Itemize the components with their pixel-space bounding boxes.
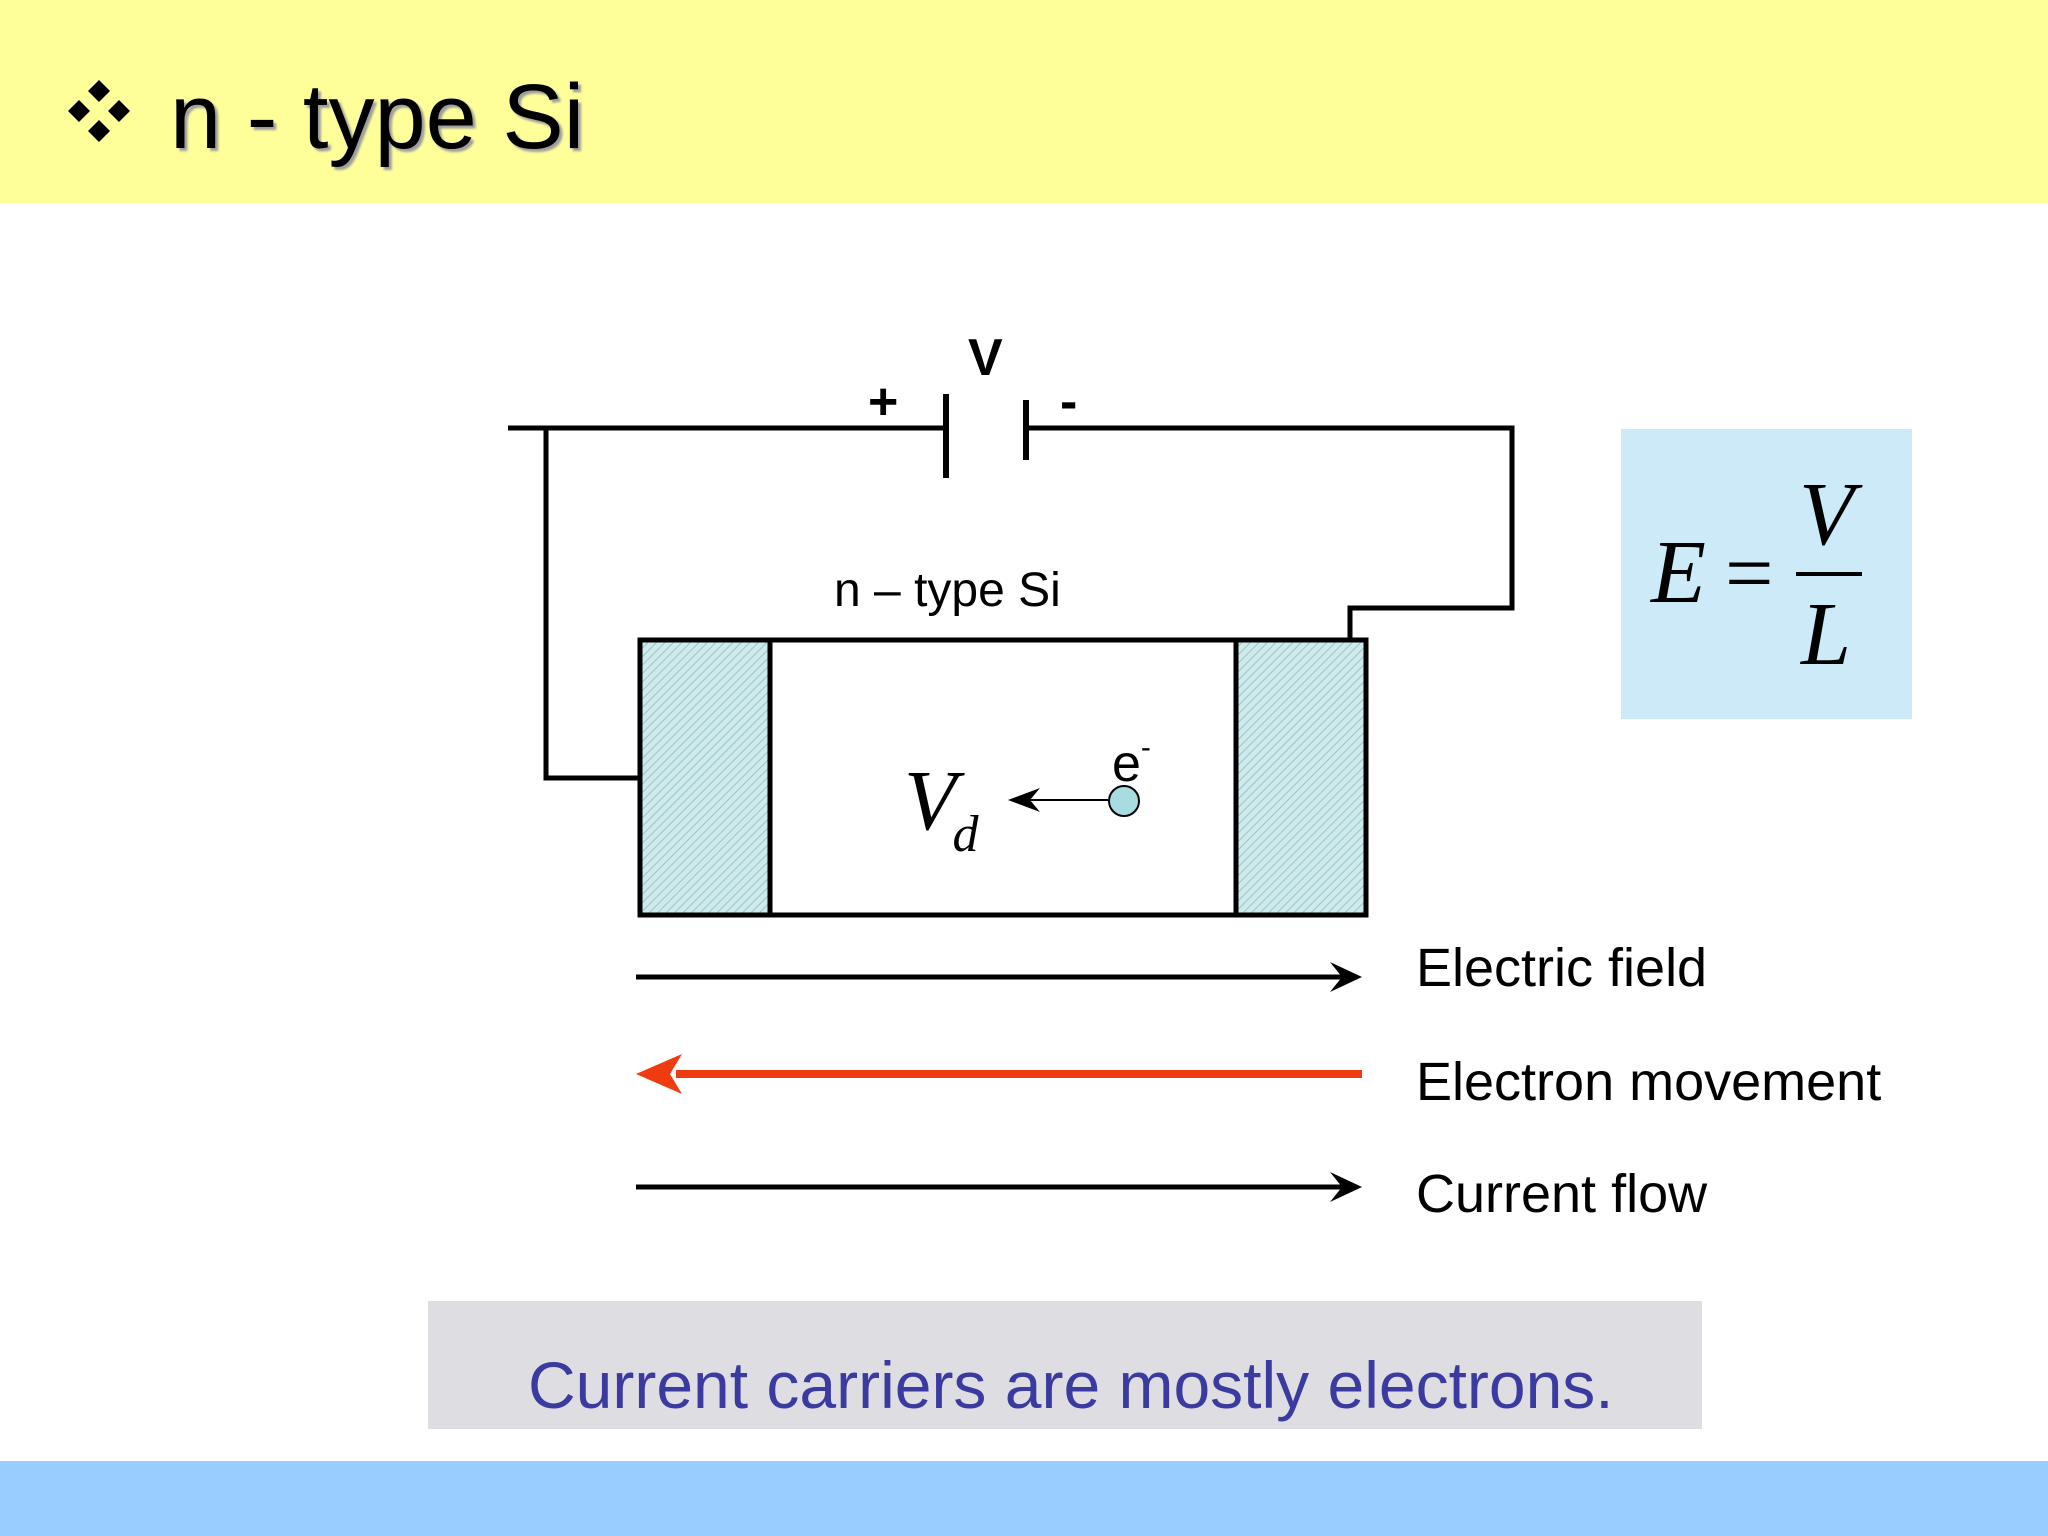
wire-right: [1026, 425, 1515, 640]
drift-velocity-subscript: d: [952, 806, 979, 863]
voltage-label: V: [968, 329, 1003, 387]
electron-charge-superscript: -: [1140, 731, 1151, 764]
left-contact: [640, 640, 770, 915]
legend-current-flow: Current flow: [1416, 1164, 1708, 1224]
formula-denominator: L: [1801, 585, 1852, 684]
formula-numerator: V: [1799, 465, 1854, 564]
electron-label: e-: [1112, 718, 1151, 794]
electric-field-arrowhead: [1330, 962, 1362, 992]
electron-movement-arrowhead: [636, 1054, 682, 1094]
drift-velocity-label: Vd: [904, 750, 979, 885]
legend-electric-field: Electric field: [1416, 938, 1708, 998]
material-label: n – type Si: [834, 564, 1061, 617]
footer-bar: [0, 1461, 2048, 1536]
drift-velocity-symbol: V: [904, 752, 957, 848]
positive-terminal-label: +: [868, 373, 899, 431]
slide-title: n - type Si: [170, 66, 585, 168]
semiconductor-bar: [637, 637, 1369, 918]
fraction-bar: [1796, 572, 1862, 576]
conclusion-box: Current carriers are mostly electrons.: [428, 1301, 1702, 1429]
electron-symbol: e: [1112, 735, 1141, 793]
electron-dot: [1108, 785, 1140, 817]
formula-equals: =: [1725, 525, 1774, 621]
negative-terminal-label: -: [1060, 373, 1078, 431]
title-bar: n - type Si: [0, 0, 2048, 203]
formula-box: E = V L: [1621, 429, 1912, 719]
four-diamond-bullet-icon: [68, 80, 130, 142]
drift-arrowhead: [1008, 788, 1040, 812]
legend-electron-movement: Electron movement: [1416, 1052, 1882, 1112]
wire-left: [508, 425, 946, 781]
right-contact: [1236, 640, 1366, 915]
conclusion-text: Current carriers are mostly electrons.: [528, 1348, 1614, 1422]
formula-lhs: E: [1651, 523, 1706, 622]
current-flow-arrowhead: [1330, 1172, 1362, 1202]
